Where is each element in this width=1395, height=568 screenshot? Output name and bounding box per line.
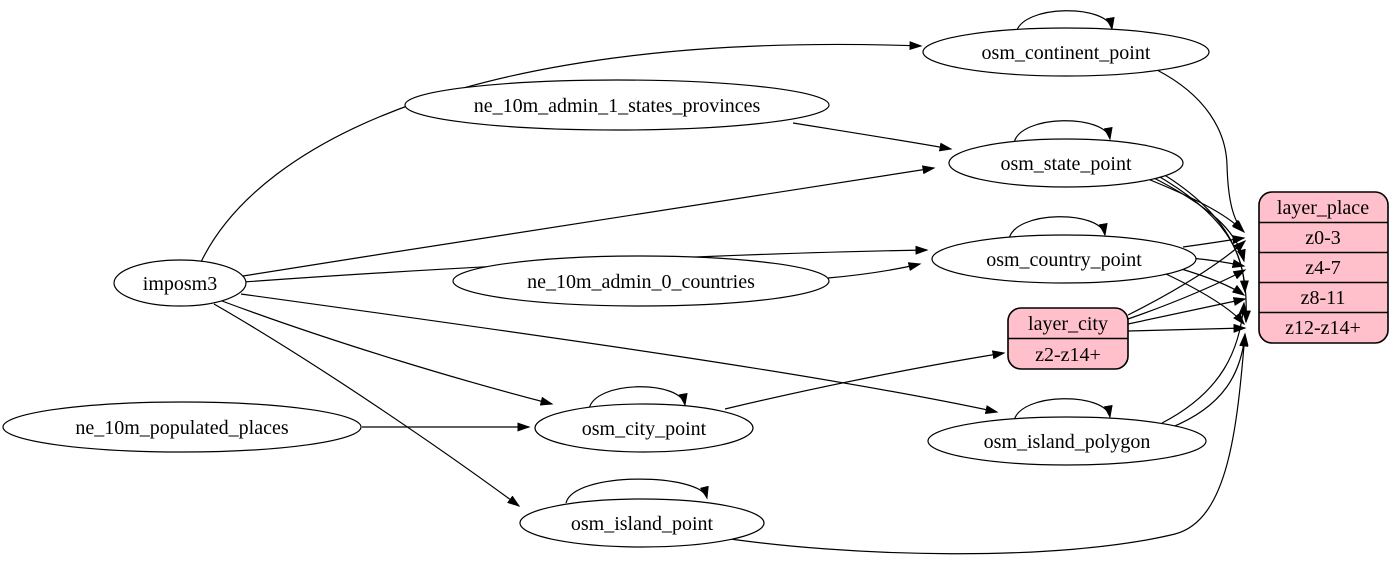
node-ne-admin0: ne_10m_admin_0_countries xyxy=(452,255,830,307)
continent-shape xyxy=(922,27,1210,77)
selfloop-island-point xyxy=(565,478,709,504)
ne-populated-label: ne_10m_populated_places xyxy=(75,417,288,439)
imposm3-shape xyxy=(113,259,247,307)
edge-state-z0-3 xyxy=(1142,176,1245,233)
country-label: osm_country_point xyxy=(986,249,1142,271)
edge-layer-city-z0-3 xyxy=(1127,239,1247,316)
edge-imposm3-state xyxy=(242,165,936,277)
continent-label: osm_continent_point xyxy=(982,42,1151,64)
state-shape xyxy=(948,138,1184,188)
node-country: osm_country_point xyxy=(931,234,1197,284)
node-layer-city: layer_city z2-z14+ xyxy=(1007,307,1129,370)
ne-admin1-shape xyxy=(404,79,830,131)
ne-admin0-label: ne_10m_admin_0_countries xyxy=(527,271,755,293)
layer-place-row-z8-11: z8-11 xyxy=(1301,287,1346,309)
edge-continent-z0-3 xyxy=(1156,69,1246,234)
ne-admin1-label: ne_10m_admin_1_states_provinces xyxy=(474,95,761,117)
layer-place-shape xyxy=(1258,191,1389,344)
selfloop-city xyxy=(588,386,688,410)
city-label: osm_city_point xyxy=(582,418,707,440)
selfloop-continent xyxy=(1015,10,1115,34)
node-island-polygon: osm_island_polygon xyxy=(927,416,1207,466)
island-point-shape xyxy=(519,498,765,548)
ne-populated-shape xyxy=(2,401,362,453)
edge-layer-city-z8-11 xyxy=(1127,297,1247,325)
edge-city-layer-city xyxy=(724,350,1006,410)
imposm3-label: imposm3 xyxy=(143,273,217,295)
node-island-point: osm_island_point xyxy=(519,498,765,548)
selfloop-country xyxy=(1008,216,1108,240)
node-continent: osm_continent_point xyxy=(922,27,1210,77)
state-label: osm_state_point xyxy=(1000,153,1132,175)
selfloop-state xyxy=(1013,120,1113,144)
island-polygon-shape xyxy=(927,416,1207,466)
edge-layer-city-z4-7 xyxy=(1127,269,1247,320)
edge-ne-admin0-country xyxy=(827,262,922,279)
country-shape xyxy=(931,234,1197,284)
node-city: osm_city_point xyxy=(534,403,754,453)
layer-place-row-z12-z14: z12-z14+ xyxy=(1285,317,1361,339)
island-point-label: osm_island_point xyxy=(571,513,714,535)
node-layer-place: layer_place z0-3 z4-7 z8-11 z12-z14+ xyxy=(1258,191,1389,344)
edge-island-point-z12-z14 xyxy=(709,332,1249,555)
layer-city-row-z2-z14: z2-z14+ xyxy=(1035,344,1101,366)
edge-imposm3-continent xyxy=(200,41,923,263)
edge-country-z0-3 xyxy=(1182,235,1246,248)
node-ne-populated: ne_10m_populated_places xyxy=(2,401,362,453)
edges xyxy=(200,10,1251,555)
edge-country-z8-11 xyxy=(1177,267,1246,296)
edge-country-z4-7 xyxy=(1189,257,1246,268)
edge-island-polygon-z12-z14 xyxy=(1169,333,1249,429)
node-imposm3: imposm3 xyxy=(113,259,247,307)
selfloop-island-polygon xyxy=(1013,398,1113,422)
node-ne-admin1: ne_10m_admin_1_states_provinces xyxy=(404,79,830,131)
edge-layer-city-z12-z14 xyxy=(1127,323,1247,333)
edge-imposm3-island-polygon xyxy=(240,293,999,414)
ne-admin0-shape xyxy=(452,255,830,307)
edge-ne-admin1-state xyxy=(792,122,953,152)
layer-place-title: layer_place xyxy=(1277,197,1369,219)
node-state: osm_state_point xyxy=(948,138,1184,188)
layer-place-row-z4-7: z4-7 xyxy=(1305,257,1341,279)
city-shape xyxy=(534,403,754,453)
edge-imposm3-city xyxy=(221,300,554,406)
island-polygon-label: osm_island_polygon xyxy=(984,431,1151,453)
layer-place-row-z0-3: z0-3 xyxy=(1305,227,1341,249)
edge-country-z12-z14 xyxy=(1165,273,1245,326)
edge-imposm3-island-point xyxy=(213,303,521,507)
layer-city-title: layer_city xyxy=(1028,313,1108,335)
edge-island-polygon-z8-11 xyxy=(1161,301,1248,424)
